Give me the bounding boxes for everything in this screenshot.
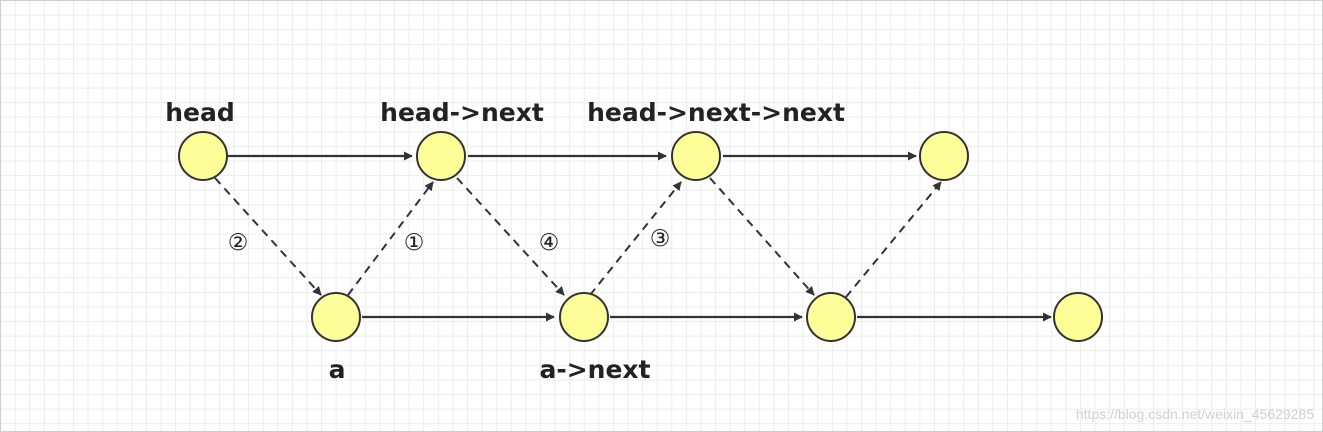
dashed-edge-bottom3-to-top4 bbox=[845, 181, 942, 298]
label-head: head bbox=[165, 98, 235, 127]
node-head-next-next bbox=[671, 131, 721, 181]
dashed-edge-headnext-to-anext bbox=[456, 177, 565, 296]
dashed-edge-a-to-headnext bbox=[347, 181, 434, 296]
node-a-next bbox=[559, 292, 609, 342]
node-head bbox=[178, 131, 228, 181]
watermark: https://blog.csdn.net/weixin_45629285 bbox=[1076, 406, 1314, 422]
node-head-next bbox=[416, 131, 466, 181]
step-3-marker: ③ bbox=[650, 226, 671, 252]
node-bottom-3 bbox=[806, 292, 856, 342]
node-bottom-4 bbox=[1053, 292, 1103, 342]
dashed-edge-head-to-a bbox=[214, 177, 322, 296]
dashed-edge-anext-to-headnextnext bbox=[589, 181, 682, 296]
label-head-next-next: head->next->next bbox=[587, 98, 845, 127]
node-top-4 bbox=[919, 131, 969, 181]
dashed-edge-headnextnext-to-bottom3 bbox=[709, 177, 815, 296]
label-a-next: a->next bbox=[539, 355, 650, 384]
label-head-next: head->next bbox=[380, 98, 544, 127]
node-a bbox=[311, 292, 361, 342]
step-1-marker: ① bbox=[404, 230, 425, 256]
label-a: a bbox=[329, 355, 346, 384]
step-4-marker: ④ bbox=[539, 230, 560, 256]
step-2-marker: ② bbox=[228, 230, 249, 256]
